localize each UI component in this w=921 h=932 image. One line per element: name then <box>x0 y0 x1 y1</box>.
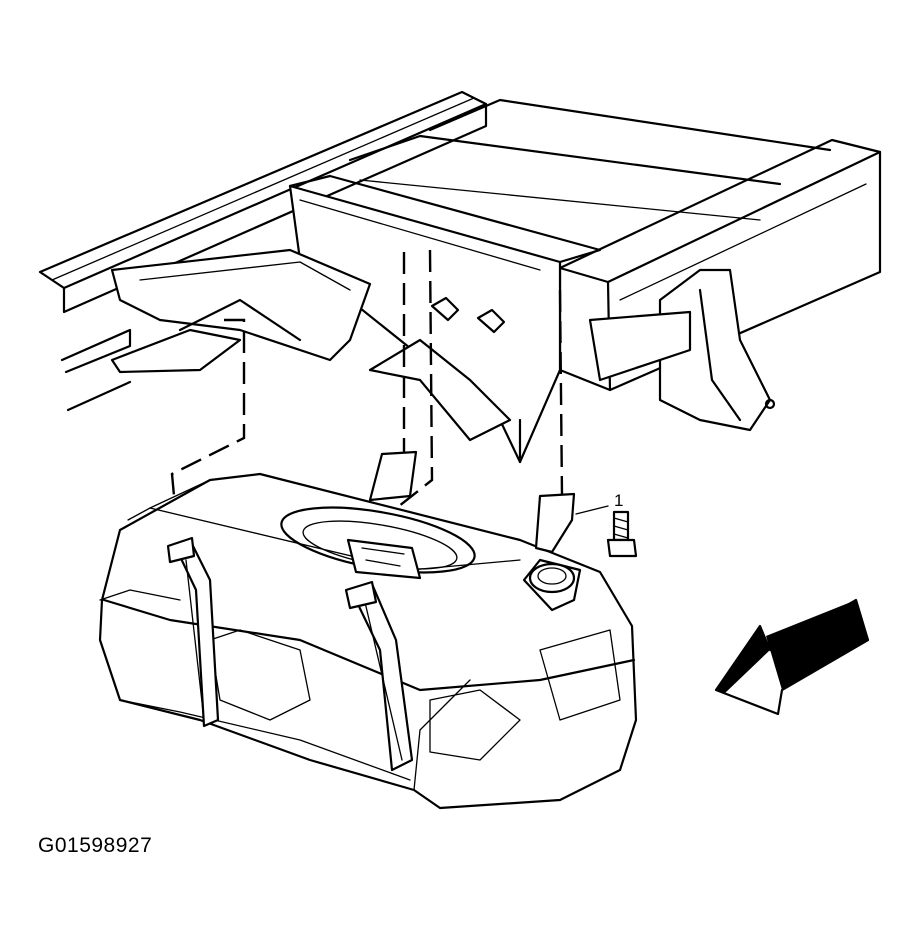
front-direction-arrow <box>714 598 870 716</box>
strap-bracket <box>368 450 576 554</box>
frame-rail-left <box>38 90 488 412</box>
fuel-pump-module <box>280 506 476 580</box>
callout-number-1: 1 <box>614 491 623 510</box>
strap-bolt: 1 <box>575 491 638 558</box>
front-tank-strap <box>166 536 220 728</box>
rear-bracket <box>588 268 776 432</box>
vehicle-frame <box>38 90 882 464</box>
filler-neck <box>522 558 582 612</box>
figure-id-label: G01598927 <box>38 834 153 857</box>
fuel-tank <box>98 472 638 810</box>
rear-tank-strap <box>344 580 414 772</box>
